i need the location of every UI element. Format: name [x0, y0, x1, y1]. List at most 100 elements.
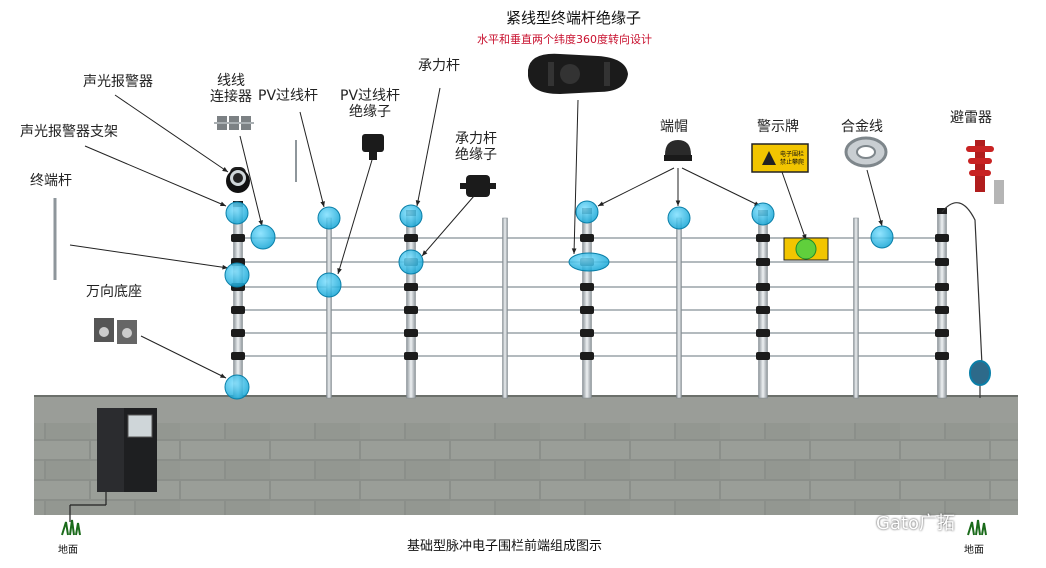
insulator	[404, 283, 418, 291]
fence-poles	[231, 201, 949, 399]
pulse-host-box	[69, 408, 157, 522]
insulator	[404, 234, 418, 242]
leader-arrowhead	[598, 201, 604, 206]
pv-pole	[326, 217, 332, 399]
insulator	[756, 329, 770, 337]
main-title: 紧线型终端杆绝缘子	[506, 9, 642, 27]
pv-pole	[676, 217, 682, 399]
insulator	[231, 306, 245, 314]
leader-arrowhead	[258, 220, 263, 226]
insulator	[404, 352, 418, 360]
leader-arrowhead	[878, 220, 883, 226]
leader-arrowhead	[571, 248, 577, 254]
label-bearing-pole: 承力杆	[418, 58, 460, 74]
warning-sign-icon: 电子围栏 禁止攀爬	[751, 143, 809, 173]
end-cap-icon	[664, 140, 692, 161]
insulator	[231, 329, 245, 337]
insulator	[756, 306, 770, 314]
bearing-insulator-icon	[460, 175, 496, 197]
ground-icon-left	[61, 519, 81, 536]
label-wire-connector: 线线 连接器	[210, 73, 252, 106]
insulator	[580, 234, 594, 242]
terminal-pole	[233, 204, 243, 399]
pv-pole	[502, 217, 508, 399]
ground-icon-right	[967, 519, 987, 536]
highlight-marker	[225, 201, 249, 225]
label-end-cap: 端帽	[660, 119, 688, 135]
leader-line	[140, 335, 227, 379]
leader-line	[337, 159, 373, 275]
leader-arrowhead	[220, 373, 226, 378]
insulator	[231, 234, 245, 242]
highlight-marker	[751, 202, 775, 226]
insulator	[580, 329, 594, 337]
leader-line	[239, 135, 263, 227]
highlight-markers	[224, 200, 894, 400]
insulator	[756, 283, 770, 291]
leader-arrowhead	[220, 201, 226, 206]
universal-base-icon	[94, 318, 137, 344]
label-bearing-insulator: 承力杆 绝缘子	[455, 131, 497, 164]
leader-arrowhead	[675, 200, 681, 206]
insulator	[580, 306, 594, 314]
alarm-icon	[226, 167, 250, 193]
highlight-marker-oval	[568, 252, 610, 272]
label-terminal-pole: 终端杆	[30, 173, 72, 189]
diagram-caption: 基础型脉冲电子围栏前端组成图示	[407, 539, 603, 554]
sign-line-2: 禁止攀爬	[780, 158, 804, 166]
lightning-arrester-icon	[966, 140, 1004, 204]
label-alloy-wire: 合金线	[841, 119, 883, 135]
highlight-marker	[316, 272, 342, 298]
insulator	[756, 234, 770, 242]
pv-insulator-icon	[362, 134, 384, 160]
leader-line	[84, 145, 227, 207]
highlight-marker	[224, 374, 250, 400]
label-pv-pole: PV过线杆	[258, 88, 319, 104]
tension-insulator-icon	[528, 53, 628, 94]
highlight-marker	[224, 262, 250, 288]
insulator	[404, 329, 418, 337]
ground-label-left: 地面	[58, 545, 78, 556]
highlight-marker	[870, 225, 894, 249]
leader-line	[781, 171, 807, 241]
leader-arrowhead	[337, 268, 342, 274]
leader-arrowhead	[422, 250, 428, 256]
main-subtitle: 水平和垂直两个纬度360度转向设计	[477, 33, 652, 46]
leader-line	[421, 195, 475, 257]
leader-arrowhead	[801, 234, 807, 240]
watermark: Gato广拓	[876, 513, 956, 534]
highlight-marker	[317, 206, 341, 230]
alloy-wire-coil-icon	[844, 136, 888, 168]
insulator	[935, 234, 949, 242]
sign-line-1: 电子围栏	[780, 150, 804, 158]
insulator	[580, 283, 594, 291]
label-warning-sign: 警示牌	[757, 119, 799, 135]
label-alarm-bracket: 声光报警器支架	[20, 124, 118, 140]
leader-line	[866, 169, 883, 227]
leader-arrowhead	[320, 201, 325, 207]
pv-pole	[853, 217, 859, 399]
leader-line	[573, 99, 579, 255]
leader-line	[597, 167, 675, 207]
insulator	[935, 352, 949, 360]
highlight-marker	[250, 224, 276, 250]
insulator	[935, 329, 949, 337]
insulator	[756, 352, 770, 360]
lightning-arrester-coil	[969, 360, 991, 386]
label-universal-base: 万向底座	[86, 284, 142, 300]
label-pv-insulator: PV过线杆 绝缘子	[340, 88, 401, 121]
insulator	[935, 283, 949, 291]
insulator	[404, 306, 418, 314]
leader-line	[416, 87, 441, 207]
insulator	[935, 258, 949, 266]
insulator	[756, 258, 770, 266]
insulator	[231, 352, 245, 360]
highlight-marker	[398, 249, 424, 275]
leader-line	[69, 244, 229, 269]
insulator	[935, 306, 949, 314]
ground-label-right: 地面	[964, 545, 984, 556]
leader-line	[114, 94, 229, 173]
leader-lines	[69, 87, 883, 379]
label-alarm: 声光报警器	[83, 74, 153, 90]
